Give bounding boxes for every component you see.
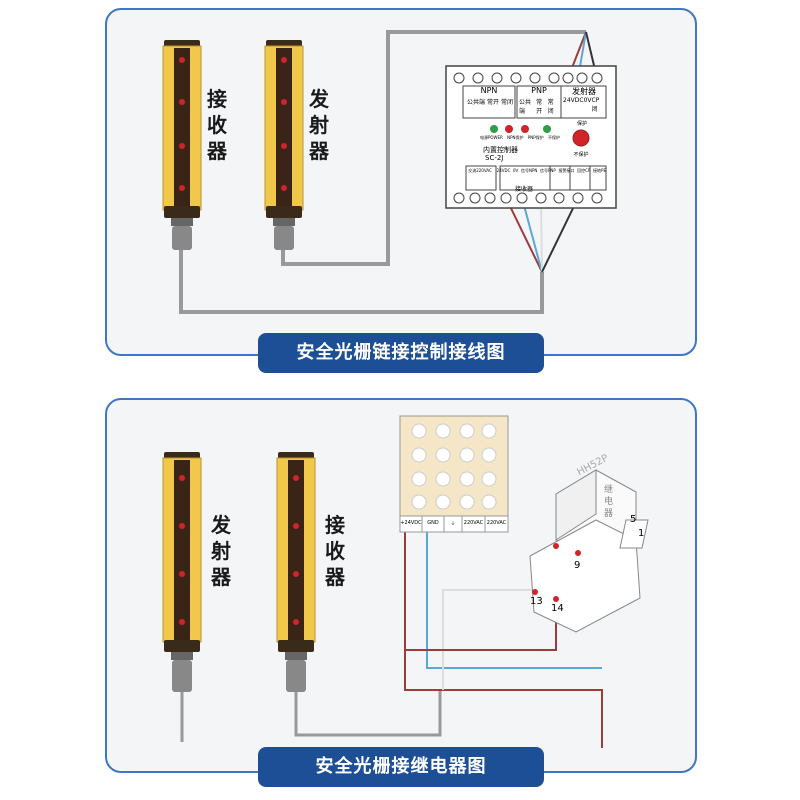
relay-pin-14: 14: [551, 603, 564, 614]
knob-bottom-label: 不保护: [573, 152, 589, 158]
npn-header: NPN: [480, 86, 498, 95]
relay-pin-5: 5: [630, 514, 637, 525]
emitter-leds-2: [179, 475, 185, 625]
pnp-header: PNP: [531, 86, 547, 95]
relay-pin-13: 13: [530, 596, 543, 607]
receiver-label-1: 接收器: [207, 87, 227, 163]
controller-model: SC-2J: [485, 154, 504, 162]
bottom-terms: 交流220VAC 24VDC 0V 信号NPN 信号PNP 报警接口 回控CP …: [468, 168, 606, 173]
emitter-sensor: [264, 40, 304, 250]
bottom-terminals: [453, 192, 603, 204]
receiver-leds-2: [293, 475, 299, 625]
psu-terminal-labels: +24VDC GND ⏚ 220VAC 220VAC: [400, 520, 507, 527]
emitter-leds: [281, 57, 287, 191]
receiver-sensor: [162, 40, 202, 250]
receiver-leds: [179, 57, 185, 191]
relay-pin-leds: [532, 543, 581, 602]
wiring-diagram-1: [162, 30, 617, 314]
relay-name: 继电器: [604, 485, 614, 519]
receiver-wires: [505, 197, 579, 273]
power-supply: [399, 415, 509, 533]
emitter-label-1: 发射器: [309, 87, 329, 163]
emitter-sensor-2: [162, 452, 202, 692]
emitter-header: 发射器: [572, 87, 596, 96]
receiver-label-2: 接收器: [325, 513, 345, 589]
top-terminals: [453, 72, 603, 84]
relay-pin-1: 1: [638, 528, 645, 539]
relay: [529, 469, 649, 633]
relay-pin-9: 9: [574, 560, 581, 571]
pnp-terms: 公共端常开常闭: [519, 99, 554, 115]
knob-top-label: 保护: [576, 121, 587, 127]
diagram-1-title: 安全光栅链接控制接线图: [258, 333, 544, 373]
emitter-label-2: 发射器: [211, 513, 231, 589]
status-leds: [490, 125, 551, 133]
diagram-2-title: 安全光栅接继电器图: [258, 747, 544, 787]
receiver-sensor-2: [276, 452, 316, 692]
controller-box: [445, 65, 617, 209]
emitter-cable: [281, 30, 586, 266]
relay-wires: [180, 530, 603, 748]
receiver-cable: [179, 248, 544, 314]
npn-terms: 公共端常开常闭: [466, 99, 513, 106]
receiver-group-label: 接收器: [515, 186, 534, 193]
mode-knob: [572, 129, 590, 147]
controller-name: 内置控制器: [483, 146, 518, 154]
